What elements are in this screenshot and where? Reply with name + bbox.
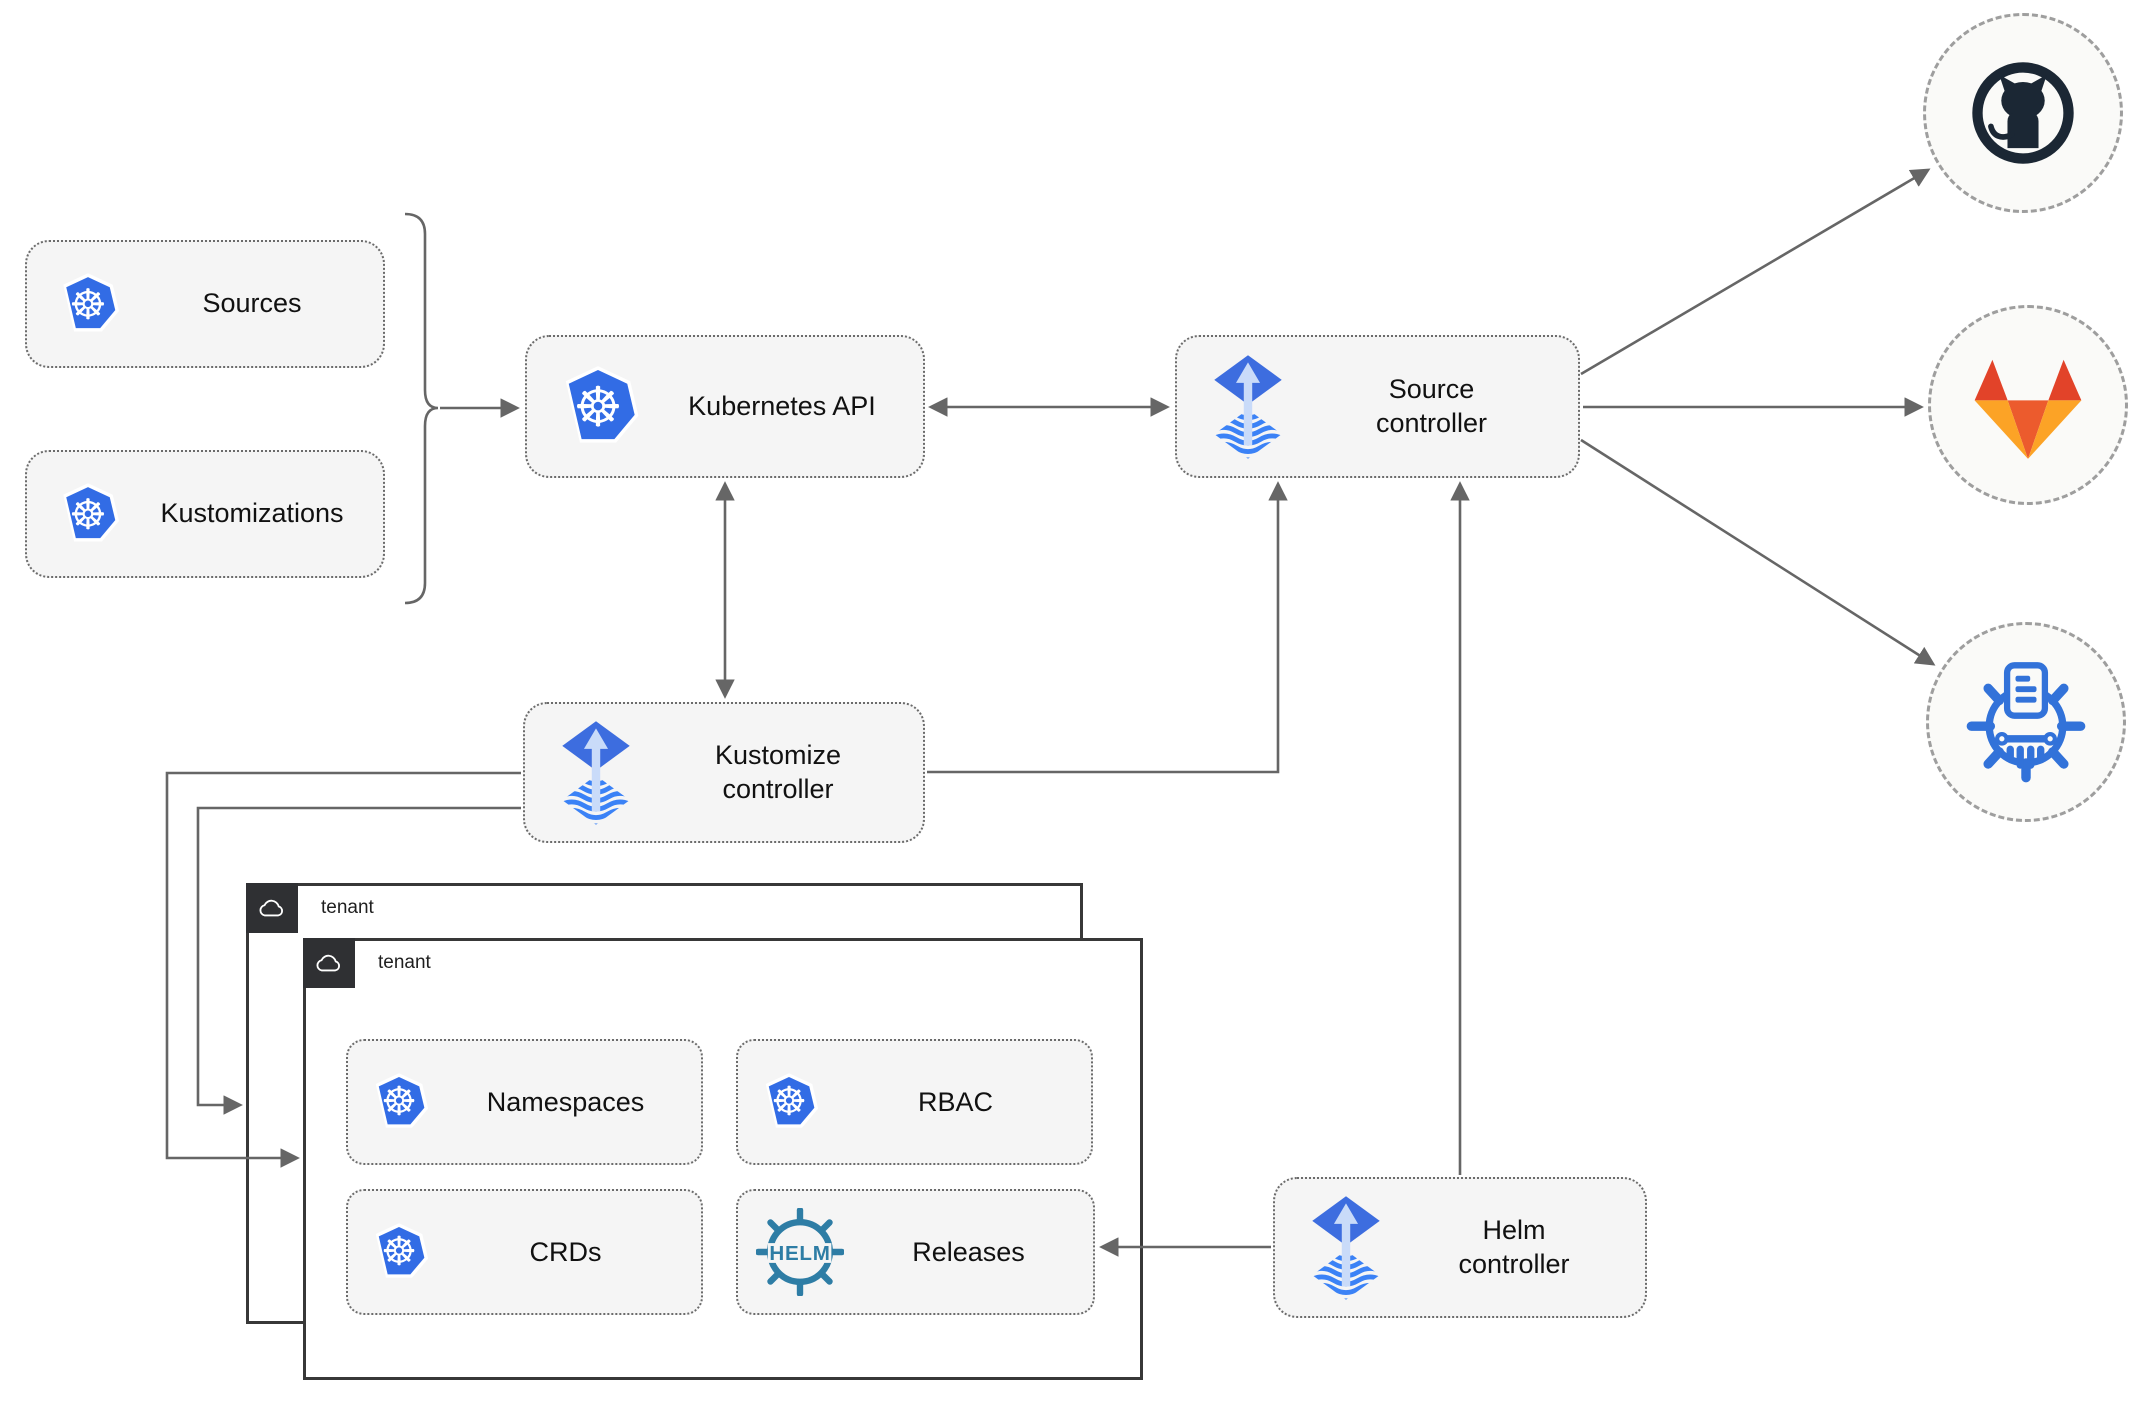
kustomizations-label: Kustomizations — [160, 498, 344, 529]
flux-icon — [1214, 354, 1282, 459]
kubernetes-icon: ☸ — [765, 1073, 819, 1128]
releases-label: Releases — [912, 1236, 1025, 1267]
namespaces-label: Namespaces — [486, 1086, 645, 1117]
github-icon — [1972, 62, 2074, 164]
kubernetes-icon: ☸ — [375, 1073, 429, 1128]
namespaces-box: ☸ Namespaces — [346, 1039, 703, 1165]
source-controller-label: Source controller — [1375, 373, 1488, 438]
crds-label: CRDs — [529, 1236, 602, 1267]
cloud-tab — [246, 883, 298, 933]
cloud-icon — [259, 899, 283, 916]
sources-box: ☸ Sources — [25, 240, 385, 368]
sources-label: Sources — [202, 288, 302, 319]
kubernetes-icon: ☸ — [565, 366, 639, 443]
rbac-label: RBAC — [917, 1086, 993, 1117]
source-controller-box: Source controller — [1175, 335, 1580, 478]
flux-icon — [562, 720, 630, 825]
edge-source-to-chart-repository — [1580, 438, 1936, 666]
edge-kustomize-to-source — [927, 481, 1288, 774]
rbac-box: ☸ RBAC — [736, 1039, 1093, 1165]
helm-logo-text: HELM — [769, 1242, 830, 1265]
helm-icon: HELM — [756, 1208, 844, 1296]
chart-repository-circle — [1926, 622, 2126, 822]
kubernetes-icon: ☸ — [63, 273, 120, 332]
kustomize-controller-label: Kustomize controller — [714, 739, 842, 804]
cloud-icon — [316, 954, 340, 971]
releases-box: HELM Releases — [736, 1189, 1095, 1315]
kubernetes-icon: ☸ — [375, 1223, 429, 1278]
kubernetes-icon: ☸ — [63, 483, 120, 542]
gitlab-icon — [1974, 359, 2082, 459]
helm-controller-box: Helm controller — [1273, 1177, 1647, 1318]
tenant-label: tenant — [321, 897, 374, 918]
gitlab-repository-circle — [1928, 305, 2128, 505]
kustomizations-box: ☸ Kustomizations — [25, 450, 385, 578]
kubernetes-api-label: Kubernetes API — [688, 390, 876, 421]
crds-box: ☸ CRDs — [346, 1189, 703, 1315]
kubernetes-api-box: ☸ Kubernetes API — [525, 335, 925, 478]
brace — [404, 212, 439, 605]
flux-icon — [1312, 1195, 1380, 1300]
tenant-label: tenant — [378, 952, 431, 973]
edge-source-to-github — [1580, 168, 1931, 376]
cloud-tab — [303, 938, 355, 988]
chartmuseum-icon — [1966, 662, 2086, 783]
tenant-box-front: tenant ☸ Namespaces ☸ RBAC ☸ CRDs HELM — [303, 938, 1143, 1380]
github-repository-circle — [1923, 13, 2123, 213]
helm-controller-label: Helm controller — [1458, 1214, 1570, 1279]
kustomize-controller-box: Kustomize controller — [523, 702, 925, 843]
